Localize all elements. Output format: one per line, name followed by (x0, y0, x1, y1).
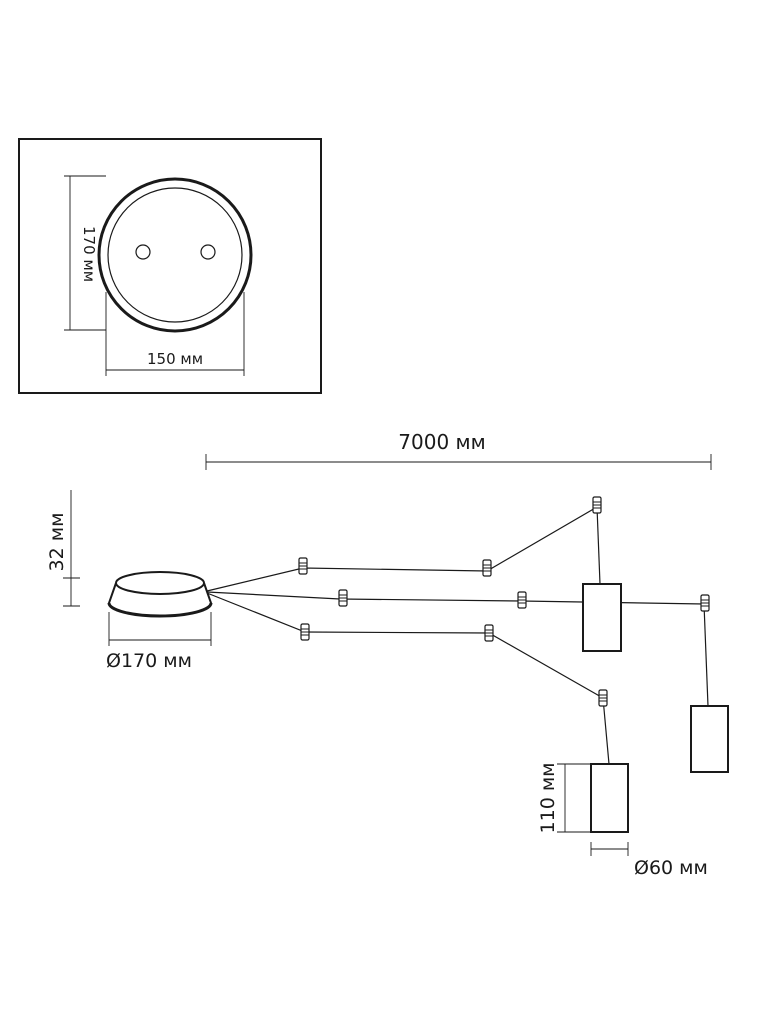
canopy-inner-ring (107, 187, 243, 323)
canopy-side-view: 32 мм Ø170 мм (46, 490, 213, 672)
suspension-cables (206, 506, 709, 765)
cable-holder (482, 559, 492, 577)
cable-holder (700, 594, 710, 612)
canopy-height-dimension: 32 мм (46, 490, 80, 607)
cable-holder (298, 557, 308, 575)
canopy-height-label: 32 мм (46, 513, 68, 572)
cable-holder (338, 589, 348, 607)
mounting-hole-left (135, 244, 151, 260)
pendant-shade (590, 763, 629, 833)
top-view-frame (18, 138, 322, 394)
mounting-hole-right (200, 244, 216, 260)
canopy-diameter-dimension: Ø170 мм (106, 612, 212, 672)
cable-holder (300, 623, 310, 641)
pendant-shades (582, 583, 729, 833)
top-view-height-label: 170 мм (80, 226, 98, 282)
shade-height-label: 110 мм (537, 763, 559, 834)
top-view: 170 мм 150 мм (18, 138, 322, 394)
total-length-dimension: 7000 мм (205, 430, 712, 470)
shade-height-dimension: 110 мм (537, 763, 591, 834)
width-dimension: 150 мм (105, 292, 245, 376)
pendant-shade (582, 583, 622, 652)
top-view-width-label: 150 мм (147, 350, 203, 368)
canopy-outer-ring (97, 177, 253, 333)
shade-diameter-label: Ø60 мм (634, 857, 708, 879)
cable-holder (598, 689, 608, 707)
pendant-shade (690, 705, 729, 773)
total-length-label: 7000 мм (398, 430, 485, 454)
shade-diameter-dimension: Ø60 мм (590, 842, 708, 879)
cable-holder (517, 591, 527, 609)
canopy-diameter-label: Ø170 мм (106, 650, 192, 672)
cable-holder (592, 496, 602, 514)
height-dimension: 170 мм (64, 175, 106, 331)
cable-holders (298, 496, 710, 707)
cable-holder (484, 624, 494, 642)
